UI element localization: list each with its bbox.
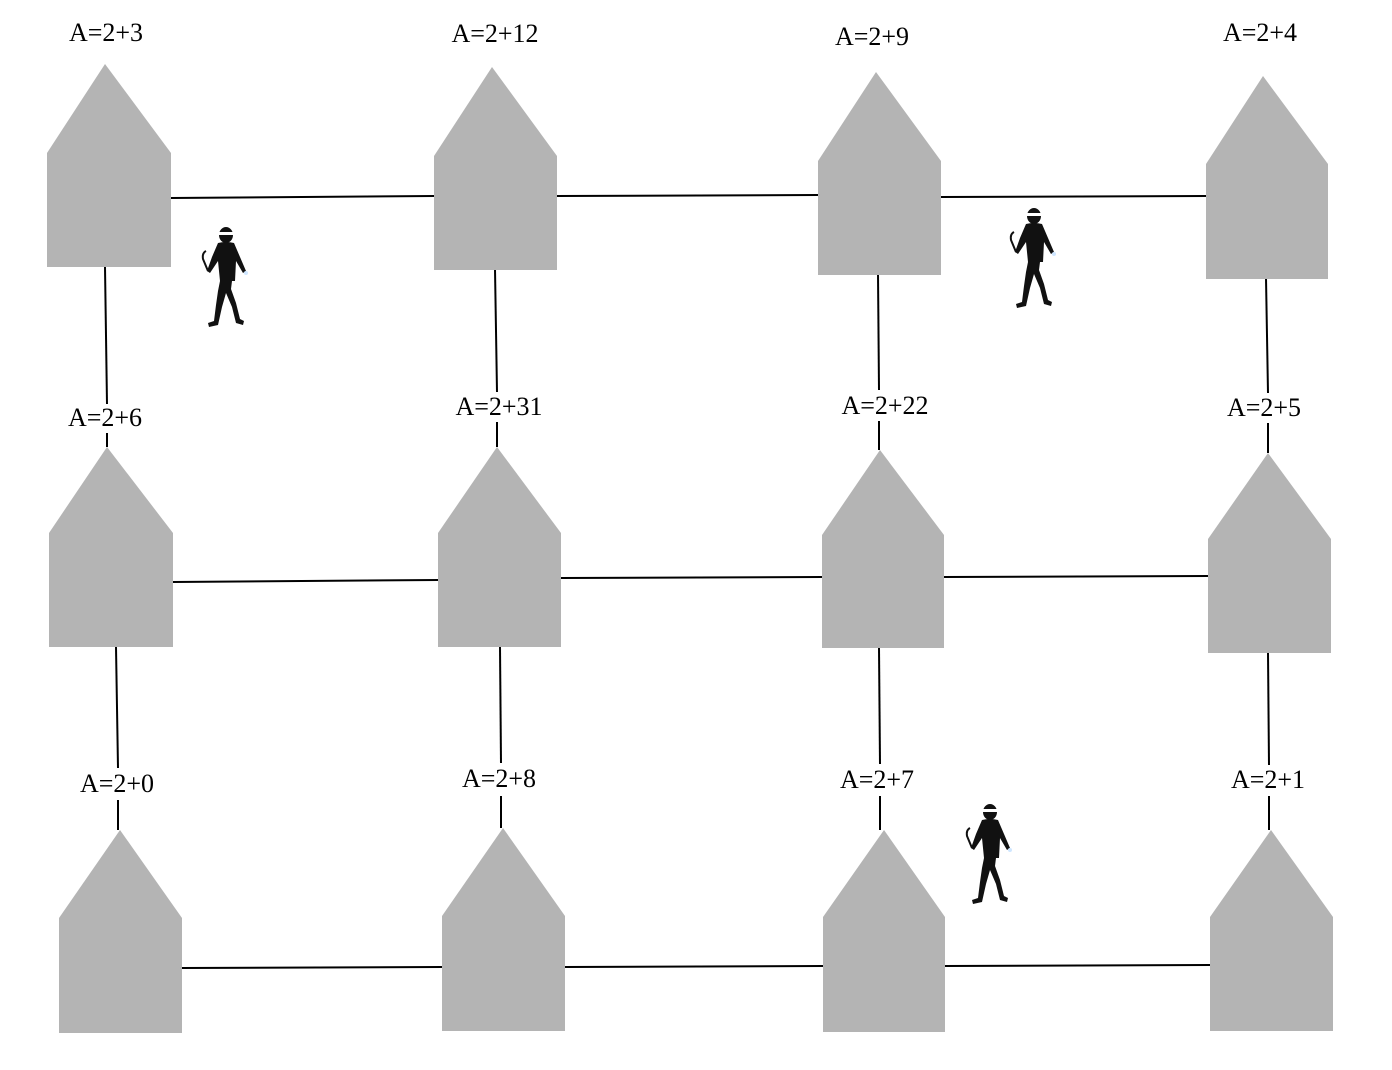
- house-label: A=2+5: [1227, 393, 1301, 422]
- house-roof: [442, 828, 565, 916]
- road-v-1-3: [878, 274, 879, 390]
- house-label: A=2+31: [455, 392, 542, 421]
- house-label: A=2+8: [462, 764, 536, 793]
- house-label: A=2+12: [451, 19, 538, 48]
- house-label: A=2+3: [69, 18, 143, 47]
- house-roof: [822, 450, 944, 535]
- road-v-2-3: [879, 648, 880, 764]
- roads: [105, 195, 1269, 968]
- house-roof: [818, 72, 941, 161]
- house-body: [822, 535, 944, 648]
- house-roof: [59, 830, 182, 918]
- burglar-icon-1: [203, 227, 248, 327]
- road-v-1-1: [105, 267, 107, 404]
- road-h-3-2: [565, 966, 823, 967]
- house-body: [823, 917, 945, 1032]
- burglar-icon-2: [1011, 208, 1056, 308]
- road-h-1-3: [941, 196, 1206, 197]
- road-v-2-4: [1268, 653, 1269, 765]
- house-7: A=2+22: [822, 391, 944, 648]
- road-h-1-2: [557, 195, 818, 196]
- house-8: A=2+5: [1208, 393, 1331, 653]
- house-10: A=2+8: [442, 764, 565, 1031]
- house-label: A=2+0: [80, 769, 154, 798]
- road-v-1-4: [1266, 278, 1268, 393]
- house-label: A=2+22: [841, 391, 928, 420]
- road-h-2-1: [173, 580, 438, 582]
- house-body: [59, 918, 182, 1033]
- house-label: A=2+9: [835, 22, 909, 51]
- house-body: [818, 161, 941, 275]
- house-body: [438, 533, 561, 647]
- house-body: [434, 156, 557, 270]
- house-2: A=2+12: [434, 19, 557, 270]
- road-h-3-1: [182, 967, 442, 968]
- house-1: A=2+3: [47, 18, 171, 267]
- road-v-1-2: [495, 269, 497, 392]
- house-label: A=2+1: [1231, 765, 1305, 794]
- house-label: A=2+6: [68, 403, 142, 432]
- house-body: [47, 153, 171, 267]
- road-h-2-3: [944, 576, 1208, 577]
- house-body: [442, 916, 565, 1031]
- house-11: A=2+7: [823, 765, 945, 1032]
- house-body: [1210, 917, 1333, 1031]
- house-5: A=2+6: [49, 403, 173, 647]
- house-body: [1208, 539, 1331, 653]
- road-h-2-2: [561, 577, 822, 578]
- house-3: A=2+9: [818, 22, 941, 275]
- road-v-2-1: [116, 647, 118, 768]
- house-roof: [823, 830, 945, 917]
- road-h-1-1: [171, 196, 434, 198]
- house-roof: [1208, 453, 1331, 539]
- road-h-3-3: [945, 965, 1210, 966]
- house-roof: [1206, 76, 1328, 164]
- road-v-2-2: [500, 647, 501, 763]
- house-roof: [47, 64, 171, 153]
- house-roof: [438, 447, 561, 533]
- house-label: A=2+7: [840, 765, 914, 794]
- house-6: A=2+31: [438, 392, 561, 647]
- house-9: A=2+0: [59, 769, 182, 1033]
- house-roof: [1210, 830, 1333, 917]
- house-body: [1206, 164, 1328, 279]
- house-12: A=2+1: [1210, 765, 1333, 1031]
- house-roof: [49, 447, 173, 533]
- burglar-icon-3: [967, 804, 1012, 904]
- house-roof: [434, 67, 557, 156]
- house-body: [49, 533, 173, 647]
- house-label: A=2+4: [1223, 18, 1297, 47]
- house-4: A=2+4: [1206, 18, 1328, 279]
